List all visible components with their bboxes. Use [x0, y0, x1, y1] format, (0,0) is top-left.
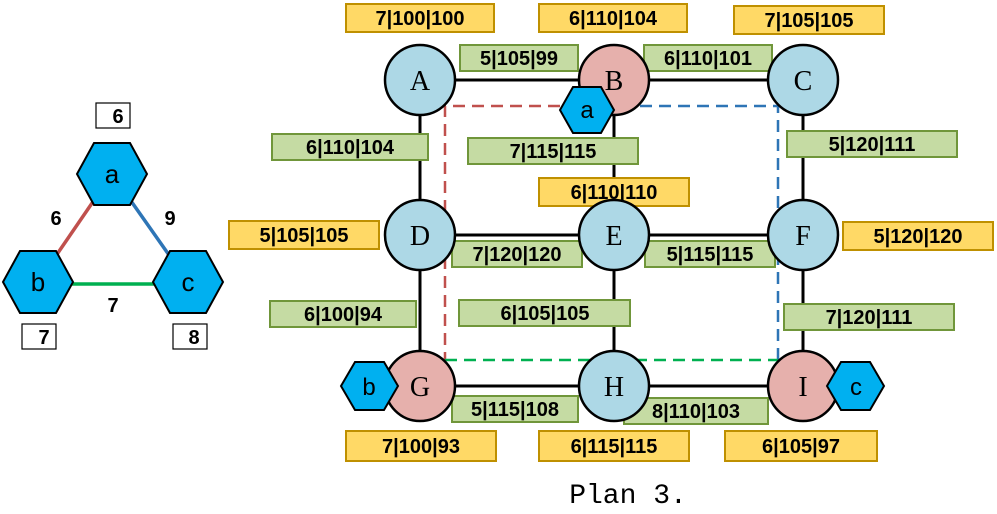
grid-node-B-label: B — [605, 66, 624, 97]
node-tag-D-box — [228, 220, 380, 250]
node-tag-F: 5|120|120 — [873, 226, 962, 248]
query-node-b-hexagon — [1, 250, 75, 314]
edge-label-A-B: 5|105|99 — [480, 48, 558, 70]
edge-label-B-C-box — [643, 44, 773, 72]
node-tag-D: 5|105|105 — [259, 225, 348, 247]
node-tag-A-box — [345, 3, 495, 33]
grid-node-A — [383, 43, 457, 117]
query-edge-a-c-weight: 9 — [164, 208, 175, 230]
query-edge-a-b-weight: 6 — [50, 208, 61, 230]
query-node-a-weight: 6 — [112, 106, 123, 128]
mapped-hex-b-on-G — [339, 361, 400, 411]
edge-label-D-G-box — [269, 300, 417, 328]
query-edge-b-c-weight: 7 — [107, 295, 118, 317]
query-node-c-weight-box — [172, 323, 208, 350]
edge-label-F-I: 7|120|111 — [826, 307, 913, 329]
edge-label-G-H: 5|115|108 — [471, 399, 559, 421]
node-tag-C-box — [733, 5, 885, 35]
grid-node-G-label: G — [410, 372, 430, 403]
mapped-hex-c-label: c — [850, 374, 862, 401]
grid-node-A-label: A — [410, 66, 431, 97]
node-tag-C: 7|105|105 — [764, 10, 853, 32]
grid-node-D-label: D — [410, 221, 430, 252]
edge-label-C-F-box — [786, 130, 958, 158]
grid-node-E-label: E — [605, 221, 622, 252]
edge-label-A-D-box — [271, 133, 429, 161]
edge-label-F-I-box — [783, 303, 955, 331]
mapped-hex-a-on-B — [558, 86, 616, 134]
node-tag-H: 6|115|115 — [571, 436, 658, 458]
edge-label-E-H: 6|105|105 — [500, 303, 589, 325]
node-tag-F-box — [842, 221, 994, 251]
edge-label-H-I-box — [623, 397, 769, 425]
query-node-c-weight: 8 — [188, 327, 199, 349]
query-node-c-hexagon — [151, 250, 225, 314]
edge-label-B-E: 7|115|115 — [510, 141, 597, 163]
edge-label-B-E-box — [467, 137, 639, 165]
edge-label-D-E-box — [451, 240, 583, 268]
edge-label-E-F-box — [644, 240, 776, 268]
edge-label-A-D: 6|110|104 — [306, 137, 395, 159]
node-tag-B-box — [538, 3, 688, 33]
edge-label-D-G: 6|100|94 — [304, 304, 383, 326]
grid-node-H-label: H — [604, 372, 624, 403]
node-tags: 7|100|100 6|110|104 7|105|105 5|105|105 … — [228, 3, 994, 462]
mapped-hexagons: a b c — [339, 86, 886, 411]
edge-label-H-I: 8|110|103 — [652, 401, 740, 423]
grid-node-F-label: F — [795, 221, 811, 252]
grid-node-D — [383, 198, 457, 272]
grid-node-E — [577, 198, 651, 272]
figure-caption: Plan 3. — [569, 481, 687, 509]
edge-label-E-H-box — [458, 299, 631, 327]
node-tag-G: 7|100|93 — [382, 436, 460, 458]
mapped-hex-b-label: b — [362, 374, 375, 401]
node-tag-H-box — [538, 430, 690, 462]
node-tag-I-box — [724, 430, 878, 462]
grid-node-C-label: C — [794, 66, 813, 97]
edge-labels: 5|105|99 6|110|101 6|110|104 7|115|115 5… — [269, 44, 958, 425]
edge-label-E-F: 5|115|115 — [667, 244, 754, 266]
query-node-b-weight: 7 — [38, 327, 49, 349]
grid-node-I-label: I — [798, 372, 807, 403]
grid-graph: 5|105|99 6|110|101 6|110|104 7|115|115 5… — [228, 3, 994, 462]
edge-label-D-E: 7|120|120 — [472, 244, 561, 266]
query-node-a-label: a — [105, 159, 120, 189]
node-tag-I: 6|105|97 — [762, 436, 840, 458]
node-tag-G-box — [345, 430, 497, 462]
query-node-b-label: b — [31, 267, 45, 297]
query-node-b-weight-box — [21, 323, 57, 350]
grid-node-C — [766, 43, 840, 117]
node-tag-B: 6|110|104 — [569, 8, 658, 30]
query-node-a-weight-box — [95, 102, 131, 129]
edge-label-C-F: 5|120|111 — [829, 134, 916, 156]
grid-nodes: A B C D E F G H I — [383, 43, 840, 423]
mapped-hex-c-on-I — [825, 361, 886, 411]
node-tag-E: 6|110|110 — [571, 182, 658, 204]
edge-label-G-H-box — [451, 395, 579, 423]
query-node-c-label: c — [182, 267, 195, 297]
path-a-c-dashed — [640, 104, 780, 360]
node-tag-A: 7|100|100 — [375, 8, 464, 30]
edge-label-A-B-box — [459, 44, 579, 72]
query-graph: 6 9 7 a b c 6 7 8 — [1, 102, 225, 350]
grid-node-F — [766, 198, 840, 272]
query-node-a-hexagon — [75, 142, 149, 206]
mapped-hex-a-label: a — [580, 97, 594, 124]
grid-node-H — [577, 349, 651, 423]
edge-label-B-C: 6|110|101 — [664, 48, 752, 70]
